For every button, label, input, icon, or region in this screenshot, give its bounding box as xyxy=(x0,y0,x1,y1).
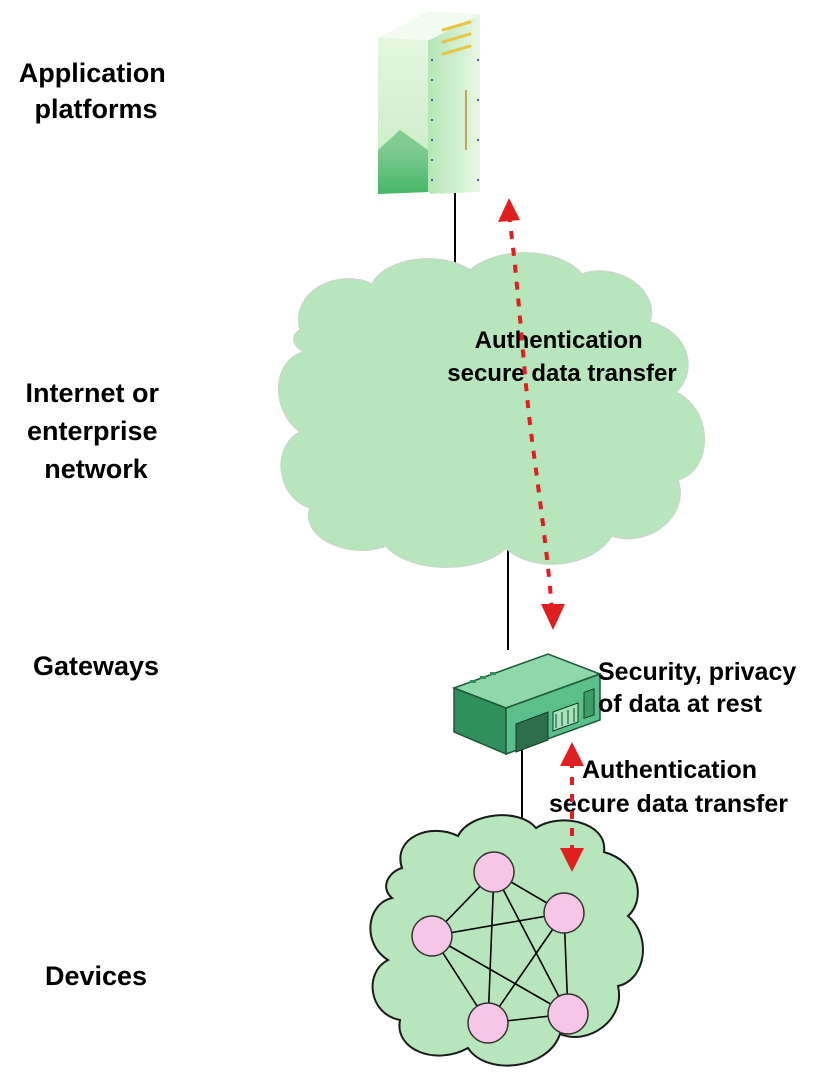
device-node xyxy=(543,892,585,934)
device-auth-label: Authentication secure data transfer xyxy=(549,756,788,818)
layer-label-devices: Devices xyxy=(45,961,147,991)
device-auth-arrow xyxy=(560,742,584,872)
arrow-down-head xyxy=(560,848,584,872)
cloud-auth-label: Authentication secure data transfer xyxy=(447,327,676,387)
gateway-box-icon xyxy=(451,653,603,756)
layer-labels: Application platforms Internet or enterp… xyxy=(19,58,174,991)
gateway-security-label: Security, privacy of data at rest xyxy=(598,658,803,718)
arrow-up-head xyxy=(560,742,584,766)
server-tower-icon xyxy=(378,12,480,194)
arrow-up-head xyxy=(498,198,520,222)
device-node xyxy=(467,1002,509,1044)
network-cloud-icon: Authentication secure data transfer xyxy=(277,252,706,568)
layer-label-application: Application platforms xyxy=(19,58,174,124)
device-node xyxy=(473,851,515,893)
arrow-down-head xyxy=(541,604,565,630)
device-node xyxy=(411,915,453,957)
device-node xyxy=(547,993,589,1035)
layer-label-network: Internet or enterprise network xyxy=(25,378,166,484)
cloud-auth-arrow xyxy=(498,198,565,630)
mesh-network-icon xyxy=(369,814,644,1067)
layer-label-gateways: Gateways xyxy=(33,651,159,681)
